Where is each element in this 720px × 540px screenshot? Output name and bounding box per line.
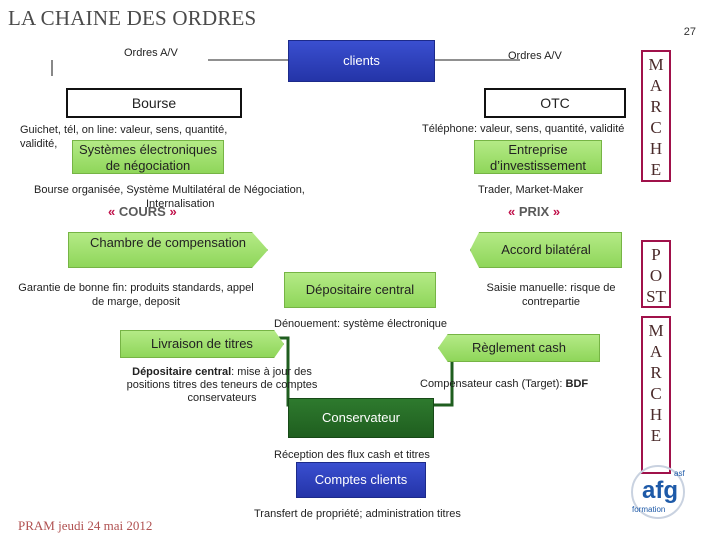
letter: R <box>650 97 662 116</box>
saisie-manuelle-text: Saisie manuelle: risque de contrepartie <box>486 282 616 308</box>
letter: O <box>649 266 663 285</box>
cours-label: COURS <box>118 204 166 219</box>
livraison-titres-box: Livraison de titres <box>120 330 284 358</box>
chambre-compensation-box: Chambre de compensation <box>68 232 268 268</box>
letter: C <box>650 384 662 403</box>
ordres-av-left-label: Ordres A/V <box>124 47 178 59</box>
marche-primaire-label: M A R C H E <box>641 50 671 182</box>
entreprise-investissement-box: Entreprise d’investissement <box>474 140 602 174</box>
letter: E <box>650 160 662 179</box>
conservateur-box: Conservateur <box>288 398 434 438</box>
depositaire-central-box: Dépositaire central <box>284 272 436 308</box>
garantie-text: Garantie de bonne fin: produits standard… <box>18 282 254 308</box>
svg-text:afg: afg <box>642 477 678 504</box>
accord-bilateral-box: Accord bilatéral <box>470 232 622 268</box>
bourse-box: Bourse <box>66 88 242 118</box>
letter: C <box>650 118 662 137</box>
letter: ST <box>646 287 666 306</box>
trader-text: Trader, Market-Maker <box>478 184 584 196</box>
comptes-clients-box: Comptes clients <box>296 462 426 498</box>
compensateur-label: Compensateur cash (Target): <box>420 378 566 390</box>
chevron-left-icon: « <box>108 204 116 219</box>
telephone-text: Téléphone: valeur, sens, quantité, valid… <box>422 123 625 135</box>
reception-text: Réception des flux cash et titres <box>274 449 430 461</box>
prix-label: PRIX <box>518 204 550 219</box>
footer-text: PRAM jeudi 24 mai 2012 <box>18 518 153 533</box>
internalisation-text: Internalisation <box>146 198 215 210</box>
otc-box: OTC <box>484 88 626 118</box>
letter: P <box>651 245 661 264</box>
reglement-cash-box: Règlement cash <box>438 334 600 362</box>
chevron-right-icon: » <box>552 204 561 219</box>
chevron-right-icon: » <box>169 204 177 219</box>
marche-post-label: M A R C H E <box>641 316 671 474</box>
letter: E <box>650 426 662 445</box>
compensateur-text: Compensateur cash (Target): BDF <box>420 378 588 390</box>
prix-arrow: « PRIX » <box>508 204 560 219</box>
afg-formation-logo: afg asf formation <box>631 465 685 519</box>
bourse-organisee-text: Bourse organisée, Système Multilatéral d… <box>34 184 305 196</box>
letter: R <box>650 363 662 382</box>
guichet-text: Guichet, tél, on line: valeur, sens, qua… <box>20 124 228 150</box>
letter: H <box>649 139 663 158</box>
letter: M <box>648 55 664 74</box>
clients-box: clients <box>288 40 435 82</box>
page-title: LA CHAINE DES ORDRES <box>8 6 257 30</box>
ordres-av-right-label: Ordres A/V <box>508 50 562 62</box>
letter: A <box>649 342 663 361</box>
depositaire-central-desc: Dépositaire central: mise à jour des pos… <box>112 366 332 405</box>
chevron-left-icon: « <box>508 204 516 219</box>
depositaire-central-rest: : mise à jour des positions titres des t… <box>126 366 318 404</box>
bdf-label: BDF <box>565 378 589 390</box>
depositaire-central-bold: Dépositaire central <box>132 366 232 378</box>
systemes-electroniques-box: Systèmes électroniques de négociation <box>72 140 224 174</box>
denouement-text: Dénouement: système électronique <box>274 318 448 330</box>
page-number: 27 <box>683 26 696 38</box>
post-label: P O ST <box>641 240 671 308</box>
svg-text:formation: formation <box>632 505 665 514</box>
letter: A <box>649 76 663 95</box>
svg-text:asf: asf <box>674 469 685 478</box>
cours-arrow: « COURS » <box>108 204 177 219</box>
letter: H <box>649 405 663 424</box>
transfert-text: Transfert de propriété; administration t… <box>254 508 461 520</box>
letter: M <box>648 321 664 340</box>
